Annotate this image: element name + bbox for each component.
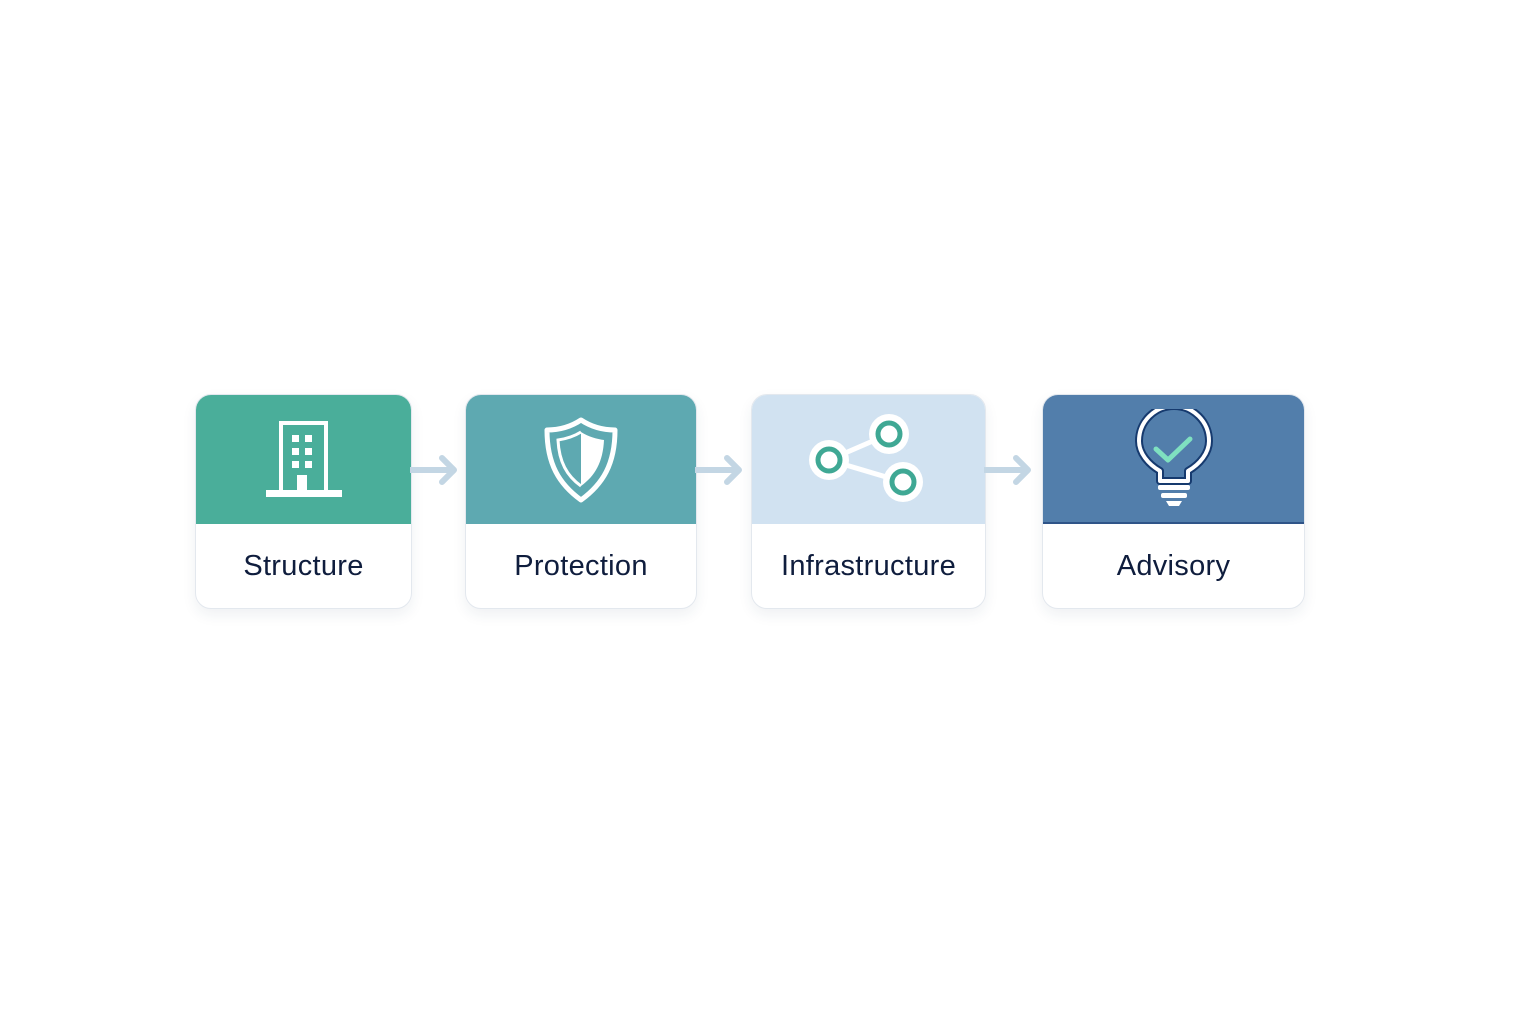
step-label: Infrastructure (780, 549, 957, 582)
step-card-protection: Protection (465, 394, 697, 609)
step-label: Protection (514, 549, 648, 582)
step-header (1043, 395, 1304, 524)
step-card-infrastructure: Infrastructure (751, 394, 986, 609)
network-nodes-icon (808, 413, 923, 502)
step-card-advisory: Advisory (1042, 394, 1305, 609)
building-icon (265, 420, 342, 497)
arrow-right-icon (984, 455, 1031, 485)
lightbulb-check-icon (1134, 408, 1213, 506)
step-label: Advisory (1116, 549, 1231, 582)
step-header (196, 395, 411, 524)
step-header (466, 395, 696, 524)
arrow-right-icon (695, 455, 742, 485)
shield-icon (544, 417, 618, 502)
step-card-structure: Structure (195, 394, 412, 609)
step-label: Structure (243, 549, 364, 582)
arrow-right-icon (410, 455, 457, 485)
step-header (752, 395, 985, 524)
